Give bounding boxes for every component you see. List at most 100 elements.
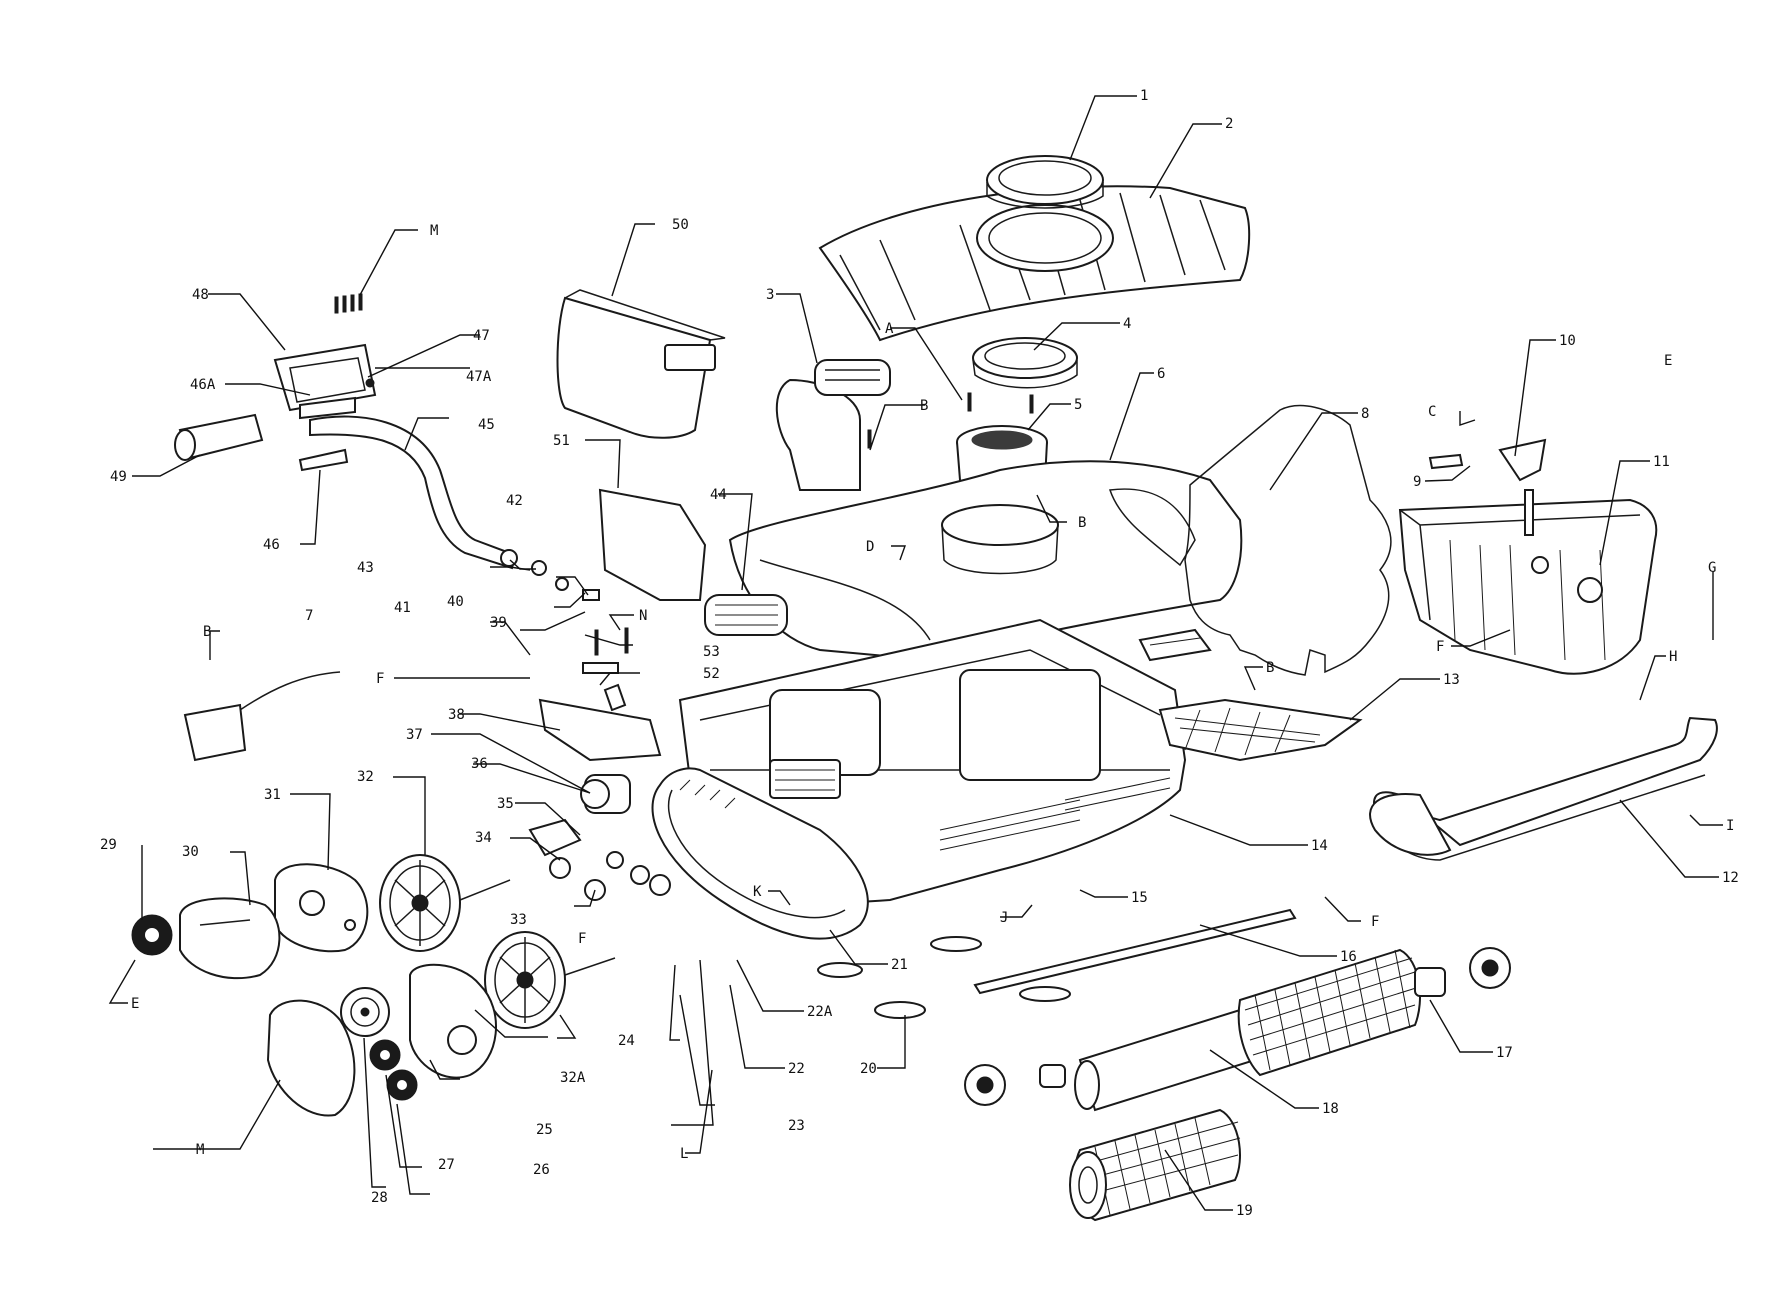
callout-F1: F: [376, 671, 384, 687]
callout-37: 37: [406, 727, 423, 743]
callout-43: 43: [357, 560, 374, 576]
callout-36: 36: [471, 756, 488, 772]
callout-14: 14: [1311, 838, 1328, 854]
side-cover-30-part: [179, 897, 281, 980]
callout-B2: B: [1078, 515, 1086, 531]
callout-16: 16: [1340, 949, 1357, 965]
callout-23: 23: [788, 1118, 805, 1134]
callout-D: D: [866, 539, 874, 555]
callout-52: 52: [703, 666, 720, 682]
wheel-32-part: [379, 854, 511, 952]
side-plate-31-part: [274, 863, 369, 953]
cable-hose-part: [309, 415, 517, 570]
drive-motor-part: [528, 698, 671, 901]
brush-hub-part: [964, 947, 1511, 1106]
callout-48: 48: [192, 287, 209, 303]
callout-E1: E: [1664, 353, 1672, 369]
callout-J: J: [1000, 910, 1008, 926]
callout-21: 21: [891, 957, 908, 973]
callout-N: N: [639, 608, 647, 624]
callout-10: 10: [1559, 333, 1576, 349]
callout-F3: F: [1371, 914, 1379, 930]
callout-51: 51: [553, 433, 570, 449]
bottom-plate-part: [1138, 628, 1363, 762]
callout-49: 49: [110, 469, 127, 485]
callout-G: G: [1708, 560, 1716, 576]
callout-3: 3: [766, 287, 774, 303]
callout-27: 27: [438, 1157, 455, 1173]
callout-E2: E: [131, 996, 139, 1012]
callout-47A: 47A: [466, 369, 492, 385]
callout-H: H: [1669, 649, 1677, 665]
side-cover-M-part: [266, 999, 356, 1117]
callout-8: 8: [1361, 406, 1369, 422]
brush-roller-lower-part: [1069, 1108, 1241, 1222]
wheel-32A-part: [484, 931, 616, 1029]
callout-2: 2: [1225, 116, 1233, 132]
callout-22: 22: [788, 1061, 805, 1077]
callout-B1: B: [920, 398, 928, 414]
callout-26: 26: [533, 1162, 550, 1178]
callout-17: 17: [1496, 1045, 1513, 1061]
swivel-49-part: [174, 413, 264, 461]
track-belt-part: [651, 767, 869, 940]
callout-F4: F: [578, 931, 586, 947]
callout-44: 44: [710, 487, 727, 503]
callout-M1: M: [430, 223, 438, 239]
callout-46: 46: [263, 537, 280, 553]
lower-ring-part: [972, 337, 1078, 389]
callout-M2: M: [196, 1142, 204, 1158]
shell-10-part: [1498, 438, 1547, 482]
callout-33: 33: [510, 912, 527, 928]
callout-5: 5: [1074, 397, 1082, 413]
callout-I: I: [1726, 818, 1734, 834]
callout-A: A: [885, 321, 894, 337]
callout-47: 47: [473, 328, 490, 344]
callout-22A: 22A: [807, 1004, 833, 1020]
skids-rod-part: [817, 908, 1297, 1019]
gasket-part: [1184, 404, 1392, 676]
callout-35: 35: [497, 796, 514, 812]
callout-19: 19: [1236, 1203, 1253, 1219]
callout-B3: B: [1266, 660, 1274, 676]
callout-13: 13: [1443, 672, 1460, 688]
motor-block-part: [1398, 489, 1658, 675]
callout-41: 41: [394, 600, 411, 616]
clip-46-part: [298, 448, 349, 472]
rear-bar-part: [1369, 716, 1718, 861]
callout-46A: 46A: [190, 377, 216, 393]
filter-basket-50-part: [556, 289, 726, 439]
callout-20: 20: [860, 1061, 877, 1077]
brush-roller-part: [1074, 948, 1421, 1112]
callout-labels: 1 2 3 4 5 6 7 8 9 10 11 12 13 14 15 16 1…: [100, 88, 1739, 1219]
callout-39: 39: [490, 615, 507, 631]
gear-27-26-part: [369, 1039, 418, 1101]
callout-6: 6: [1157, 366, 1165, 382]
callout-50: 50: [672, 217, 689, 233]
callout-24: 24: [618, 1033, 635, 1049]
filter-panel-51-part: [598, 488, 707, 601]
callout-9: 9: [1413, 474, 1421, 490]
callout-18: 18: [1322, 1101, 1339, 1117]
callout-45: 45: [478, 417, 495, 433]
callout-F2: F: [1436, 639, 1444, 655]
callout-4: 4: [1123, 316, 1131, 332]
callout-7: 7: [305, 608, 313, 624]
callout-42: 42: [506, 493, 523, 509]
main-body-part: [704, 460, 1243, 662]
callout-34: 34: [475, 830, 492, 846]
motor-7-part: [183, 671, 341, 762]
leader-lines: [108, 95, 1723, 1211]
callout-11: 11: [1653, 454, 1670, 470]
callout-12: 12: [1722, 870, 1739, 886]
callout-25: 25: [536, 1122, 553, 1138]
callout-15: 15: [1131, 890, 1148, 906]
callout-28: 28: [371, 1190, 388, 1206]
callout-32: 32: [357, 769, 374, 785]
callout-29: 29: [100, 837, 117, 853]
duct-3-part: [775, 359, 891, 491]
callout-38: 38: [448, 707, 465, 723]
callout-B4: B: [203, 624, 211, 640]
callout-40: 40: [447, 594, 464, 610]
